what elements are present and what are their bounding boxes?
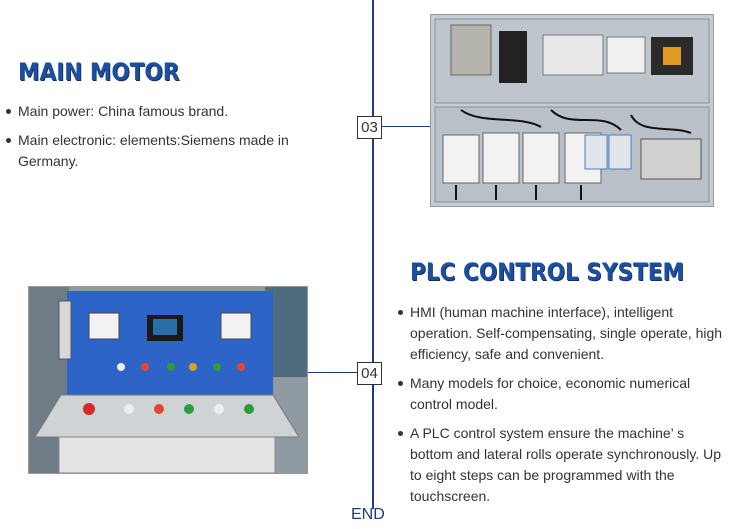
list-item: HMI (human machine interface), intellige…: [398, 302, 724, 365]
plc-control-system-title: PLC CONTROL SYSTEM: [410, 258, 685, 286]
plc-control-panel-photo: [28, 286, 308, 474]
main-motor-title: MAIN MOTOR: [18, 58, 180, 86]
step-number-04: 04: [357, 362, 382, 385]
plc-bullets: HMI (human machine interface), intellige…: [398, 302, 724, 515]
list-item: Main power: China famous brand.: [6, 101, 306, 122]
electrical-cabinet-photo: [430, 14, 714, 207]
step-number-03: 03: [357, 116, 382, 139]
connector-line: [306, 372, 358, 373]
list-item: Many models for choice, economic numeric…: [398, 373, 724, 415]
timeline-line: [372, 0, 374, 509]
connector-line: [382, 126, 430, 127]
list-item: Main electronic: elements:Siemens made i…: [6, 130, 306, 172]
main-motor-bullets: Main power: China famous brand. Main ele…: [6, 101, 306, 180]
end-label: END: [351, 506, 385, 523]
list-item: A PLC control system ensure the machine’…: [398, 423, 724, 507]
